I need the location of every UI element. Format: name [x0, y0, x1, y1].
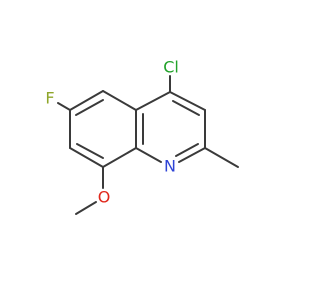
bond-c8-c8a: [102, 147, 137, 168]
atom-label-f: F: [45, 89, 54, 108]
bond-c2-n1: [178, 147, 206, 163]
bond-c6-f: [57, 102, 71, 111]
atom-label-n: N: [164, 157, 176, 176]
bond-o-methyl: [75, 201, 97, 215]
bond-c7-c8-inner: [76, 143, 104, 159]
atom-labels: Cl F N O: [45, 58, 178, 207]
bond-c4-c3: [169, 91, 206, 111]
molecule-diagram: Cl F N O: [45, 58, 239, 215]
atom-label-cl: Cl: [163, 58, 179, 77]
bond-c2-n1-inner: [175, 143, 199, 157]
bond-c4-c3-inner: [172, 100, 200, 116]
bond-c2-methyl: [204, 147, 239, 168]
bond-c4a-c5: [102, 90, 137, 111]
bond-c5-c6: [69, 90, 104, 111]
bond-c7-c8: [69, 147, 104, 168]
atom-label-o: O: [98, 188, 111, 207]
bond-c4-c4a: [135, 91, 171, 111]
bond-n1-c8a: [135, 147, 162, 163]
bonds: [57, 75, 239, 215]
bond-c5-c6-inner: [75, 99, 104, 116]
